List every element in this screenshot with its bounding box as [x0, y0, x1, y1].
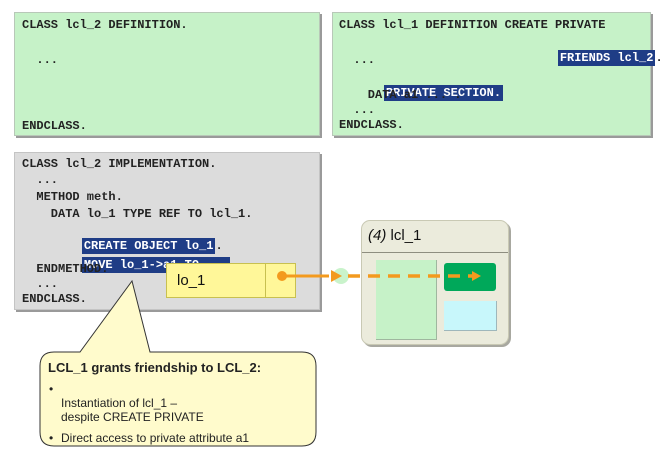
reference-variable-label: lo_1 [177, 272, 206, 289]
code-line-friends: FRIENDS lcl_2. [529, 36, 663, 81]
bullet-text: Instantiation of lcl_1 – despite CREATE … [61, 396, 204, 424]
callout-bullet: • Direct access to private attribute a1 [48, 431, 310, 445]
code-line: ... [339, 103, 376, 117]
object-number: (4) [368, 227, 387, 244]
code-line: ENDCLASS. [22, 119, 87, 133]
punctuation: . [215, 239, 223, 253]
access-arrow-head [472, 271, 481, 281]
code-line: CLASS lcl_2 DEFINITION. [22, 18, 188, 32]
callout-content: LCL_1 grants friendship to LCL_2: • Insta… [48, 360, 310, 446]
lcl1-definition-box: CLASS lcl_1 DEFINITION CREATE PRIVATE FR… [332, 12, 663, 136]
code-line: ... [22, 277, 59, 291]
code-line: ... [22, 173, 59, 187]
object-class-name: lcl_1 [390, 227, 422, 244]
reference-arrow-head [331, 270, 342, 282]
friends-highlight: FRIENDS lcl_2 [557, 50, 656, 66]
punctuation: . [655, 51, 663, 65]
code-line: METHOD meth. [22, 190, 123, 204]
code-line: ... [22, 53, 59, 67]
code-line: DATA lo_1 TYPE REF TO lcl_1. [22, 207, 253, 221]
object-private-area [444, 301, 497, 331]
code-line: ENDCLASS. [339, 118, 404, 132]
callout-bullet: • Instantiation of lcl_1 – despite CREATE… [48, 382, 310, 424]
code-line: ... [339, 53, 376, 67]
code-line: ENDCLASS. [22, 292, 87, 306]
object-lcl1: (4) lcl_1 [361, 220, 509, 345]
code-line: ENDMETHOD. [22, 262, 109, 276]
object-title-divider [362, 252, 508, 253]
code-line-private: PRIVATE SECTION. [355, 71, 504, 116]
lcl2-definition-box: CLASS lcl_2 DEFINITION. ... ENDCLASS. [14, 12, 320, 136]
code-line-create: CREATE OBJECT lo_1. [53, 224, 223, 269]
code-line: DATA a1 ... . [339, 88, 462, 102]
reference-divider [265, 264, 266, 297]
create-object-highlight: CREATE OBJECT lo_1 [81, 238, 216, 254]
callout-shape [39, 279, 317, 447]
object-title: (4) lcl_1 [368, 227, 421, 244]
object-public-area [376, 260, 437, 340]
callout-title: LCL_1 grants friendship to LCL_2: [48, 360, 262, 375]
private-section-highlight: PRIVATE SECTION. [383, 85, 504, 101]
reference-variable-lo1: lo_1 [166, 263, 296, 298]
bullet-text: Direct access to private attribute a1 [61, 431, 250, 445]
code-line: CLASS lcl_1 DEFINITION CREATE PRIVATE [339, 18, 606, 32]
bullet-icon: • [49, 431, 54, 445]
code-line: CLASS lcl_2 IMPLEMENTATION. [22, 157, 217, 171]
bullet-icon: • [49, 382, 54, 396]
